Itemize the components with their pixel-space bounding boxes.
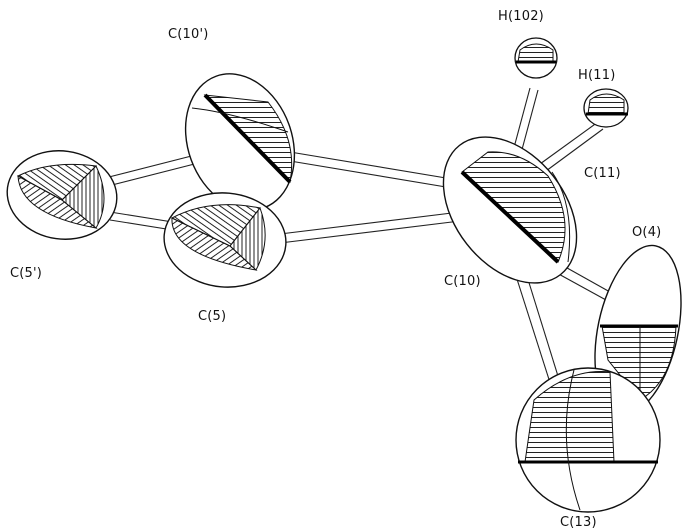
bond-c10-c13 xyxy=(515,272,563,393)
atom-h102-ellipsoid xyxy=(514,37,558,79)
bond-c10p-c10 xyxy=(289,151,471,192)
label-c5: C(5) xyxy=(198,309,227,324)
atom-c10-ellipsoid xyxy=(442,136,578,284)
atom-c10p-ellipsoid xyxy=(184,73,296,211)
bond-c10-o4 xyxy=(554,263,611,301)
label-c5p: C(5') xyxy=(10,266,43,281)
label-h11: H(11) xyxy=(578,68,616,83)
label-c10p: C(10') xyxy=(168,27,209,42)
atom-h11-ellipsoid xyxy=(583,88,629,128)
bond-c5-c10 xyxy=(279,211,461,244)
bond-c10-c11 xyxy=(539,121,604,172)
label-c11: C(11) xyxy=(584,166,621,181)
atom-c13-ellipsoid xyxy=(515,367,661,513)
label-c13: C(13) xyxy=(560,515,597,530)
atom-c5p-ellipsoid xyxy=(6,150,118,240)
bonds xyxy=(104,87,611,393)
label-h102: H(102) xyxy=(498,9,544,24)
atom-c5-ellipsoid xyxy=(163,192,287,288)
atom-o4-ellipsoid xyxy=(594,244,682,416)
label-c10: C(10) xyxy=(444,274,481,289)
label-o4: O(4) xyxy=(632,225,662,240)
